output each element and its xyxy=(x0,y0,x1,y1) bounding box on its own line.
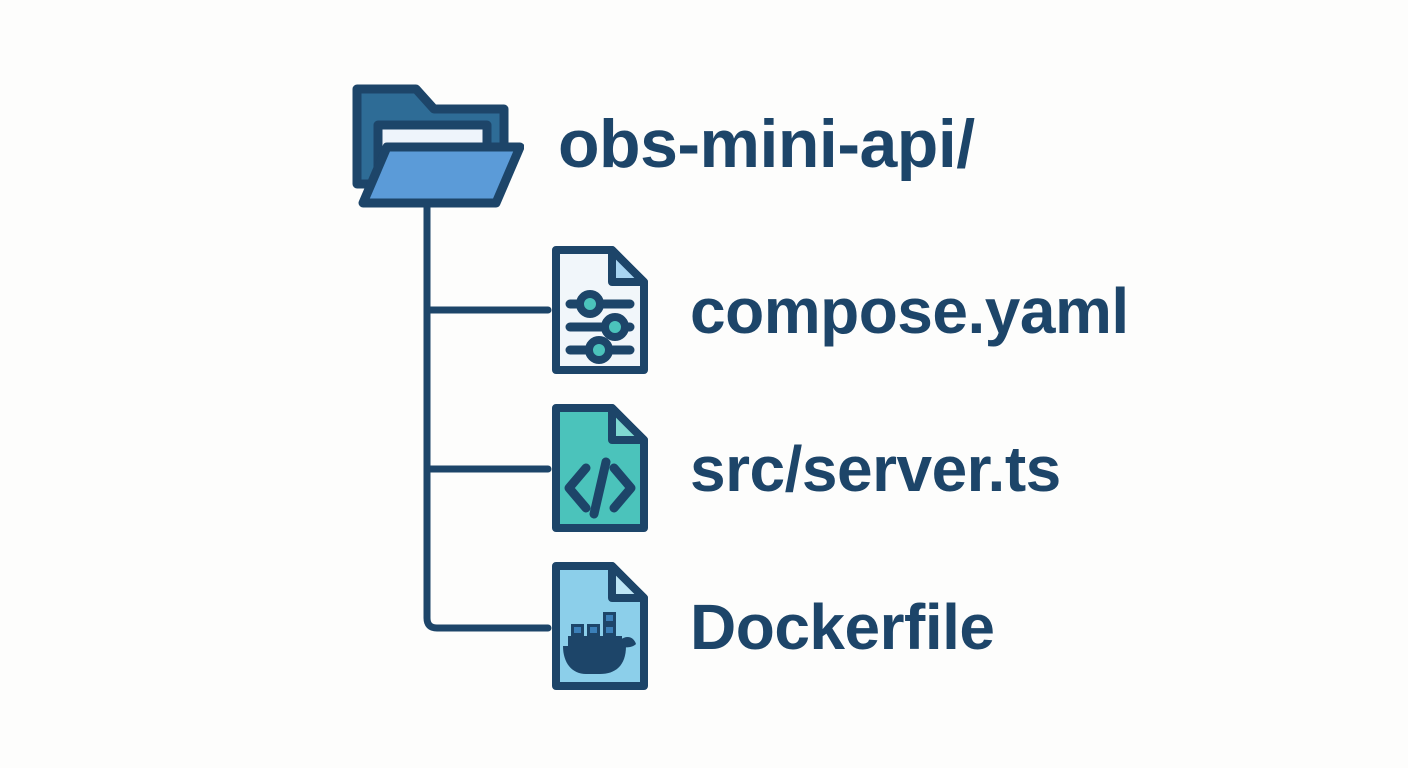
tree-node-dockerfile[interactable]: Dockerfile xyxy=(542,556,995,696)
tree-node-root[interactable]: obs-mini-api/ xyxy=(344,72,975,212)
tree-node-compose-yaml[interactable]: compose.yaml xyxy=(542,240,1129,380)
code-file-icon xyxy=(542,398,654,538)
config-file-icon xyxy=(542,240,654,380)
open-folder-icon xyxy=(344,72,525,212)
tree-node-src-server-ts[interactable]: src/server.ts xyxy=(542,398,1061,538)
tree-node-src-server-ts-label: src/server.ts xyxy=(690,433,1061,505)
docker-whale-glyph xyxy=(563,612,636,674)
trunk-line xyxy=(423,201,552,632)
tree-node-root-label: obs-mini-api/ xyxy=(558,106,975,182)
tree-node-compose-yaml-label: compose.yaml xyxy=(690,275,1129,347)
tree-node-dockerfile-label: Dockerfile xyxy=(690,591,995,663)
docker-file-icon xyxy=(542,556,654,696)
